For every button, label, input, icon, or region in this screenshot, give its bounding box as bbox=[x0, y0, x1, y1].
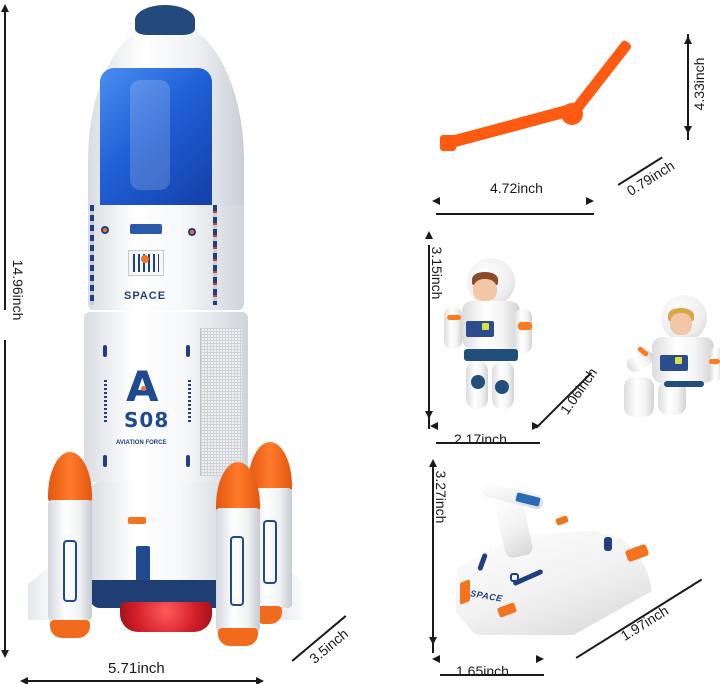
astronaut-1-arm-band-right bbox=[518, 322, 532, 330]
space-vehicle: 3.27inch SPACE 1.65inch 1.97inch bbox=[420, 445, 720, 684]
side-stripe-right bbox=[213, 205, 217, 305]
tool-length-line bbox=[436, 213, 594, 215]
arrow-right-icon bbox=[256, 677, 264, 684]
astronaut-1-knee-right bbox=[495, 380, 509, 394]
vehicle-orange-left bbox=[460, 579, 470, 605]
arrow-up-icon bbox=[1, 4, 9, 12]
astronaut-height-label: 3.15inch bbox=[429, 246, 445, 300]
astronaut-1-right-arm bbox=[514, 309, 532, 353]
arrow-left-icon bbox=[432, 655, 440, 663]
vehicle-depth-label: 1.97inch bbox=[617, 602, 672, 644]
rocket-width-line bbox=[28, 680, 258, 682]
arrow-left-icon bbox=[20, 677, 28, 684]
rocket-upper-section bbox=[88, 205, 244, 310]
canopy-highlight bbox=[130, 80, 170, 190]
astronaut-1-knee-left bbox=[471, 375, 485, 389]
vent-orange-dot bbox=[141, 255, 149, 263]
rocket-engine-light bbox=[120, 602, 212, 632]
booster-stripe-2 bbox=[230, 536, 244, 606]
tool-short-arm bbox=[571, 39, 633, 113]
marker-bl bbox=[103, 455, 107, 467]
astronaut-2-face bbox=[670, 313, 692, 335]
arrow-right-icon bbox=[536, 655, 544, 663]
vehicle-main-body bbox=[456, 530, 652, 635]
booster-nozzle-1 bbox=[50, 620, 90, 638]
arrow-left-icon bbox=[430, 422, 438, 430]
dotted-stripe-right bbox=[188, 380, 191, 422]
vehicle-height-line bbox=[432, 465, 434, 653]
astronaut-2-left-leg bbox=[624, 377, 654, 417]
arrow-down-icon bbox=[1, 650, 9, 658]
booster-2 bbox=[216, 508, 260, 632]
arrow-right-icon bbox=[586, 197, 594, 205]
arrow-left-icon bbox=[432, 197, 440, 205]
astronaut-1-belt bbox=[464, 349, 518, 361]
vehicle-width-label: 1.65inch bbox=[456, 663, 509, 679]
arrow-down-icon bbox=[429, 637, 437, 645]
marker-tr bbox=[186, 345, 190, 357]
vehicle-seat-mark bbox=[604, 537, 612, 551]
astronaut-2-right-arm bbox=[710, 347, 720, 381]
arrow-down-icon bbox=[684, 126, 692, 134]
canopy-base-window bbox=[130, 224, 162, 234]
astronaut-1-face bbox=[473, 279, 497, 301]
rocket-depth-label: 3.5inch bbox=[306, 625, 352, 667]
astronaut-1-left-arm bbox=[444, 307, 462, 349]
tool-height-line bbox=[687, 34, 689, 140]
rocket-cockpit-canopy bbox=[100, 68, 212, 210]
tool-joint bbox=[561, 103, 583, 125]
rocket-lower-section bbox=[90, 482, 240, 582]
astronaut-2-chest-light bbox=[675, 357, 682, 364]
vent-stripes bbox=[133, 254, 159, 272]
vehicle-orange-top bbox=[555, 515, 569, 526]
arrow-up-icon bbox=[429, 459, 437, 467]
arrow-up-icon bbox=[425, 231, 433, 239]
rocket-model-number: S08 bbox=[124, 408, 170, 432]
astronaut-2-arm-band-right bbox=[709, 359, 720, 364]
rocket-toy: 14.96inch SPACE A S08 AVIATION FORCE bbox=[1, 4, 352, 684]
status-light-right bbox=[188, 228, 196, 236]
arrow-up-icon bbox=[684, 36, 692, 44]
tool-length-label: 4.72inch bbox=[490, 180, 543, 196]
astronaut-width-line bbox=[436, 442, 540, 444]
tool-height-label: 4.33inch bbox=[691, 57, 707, 111]
rocket-nose-tip bbox=[135, 5, 195, 35]
vehicle-badge bbox=[510, 573, 519, 582]
astronaut-1-chest-panel bbox=[466, 321, 494, 337]
astronaut-height-line bbox=[428, 245, 430, 429]
grille-panel bbox=[200, 328, 242, 476]
lower-orange-tab bbox=[128, 517, 146, 524]
rocket-height-line-lower bbox=[4, 340, 6, 652]
vehicle-width-line bbox=[440, 674, 544, 676]
booster-stripe-3 bbox=[263, 520, 277, 584]
rocket-height-label: 14.96inch bbox=[10, 259, 26, 321]
booster-nozzle-2 bbox=[218, 628, 258, 646]
launch-tool: 4.72inch 4.33inch 0.79inch bbox=[420, 20, 720, 220]
astronaut-1-arm-band-left bbox=[447, 315, 461, 320]
logo-orange-dot bbox=[141, 386, 146, 391]
status-light-left bbox=[101, 226, 109, 234]
astronaut-figures: 3.15inch 2.17inch 1.06inch bbox=[420, 225, 720, 450]
booster-stripe-1 bbox=[63, 540, 77, 602]
astronaut-depth-label: 1.06inch bbox=[556, 364, 601, 418]
tool-long-arm bbox=[442, 103, 576, 150]
dotted-stripe-left bbox=[104, 380, 107, 422]
rocket-height-line bbox=[4, 10, 6, 310]
rocket-width-label: 5.71inch bbox=[108, 660, 165, 677]
astronaut-1-chest-light bbox=[482, 323, 489, 330]
arrow-down-icon bbox=[425, 411, 433, 419]
side-stripe-left bbox=[90, 205, 94, 305]
marker-br bbox=[186, 455, 190, 467]
tool-end-cap bbox=[440, 135, 456, 151]
astronaut-2-belt bbox=[664, 381, 704, 387]
lower-blue-panel bbox=[136, 546, 150, 588]
astronaut-2-chest-panel bbox=[660, 355, 688, 371]
rocket-space-label: SPACE bbox=[124, 290, 167, 302]
vehicle-height-label: 3.27inch bbox=[433, 470, 449, 524]
rocket-sub-label: AVIATION FORCE bbox=[116, 440, 167, 446]
marker-tl bbox=[103, 345, 107, 357]
